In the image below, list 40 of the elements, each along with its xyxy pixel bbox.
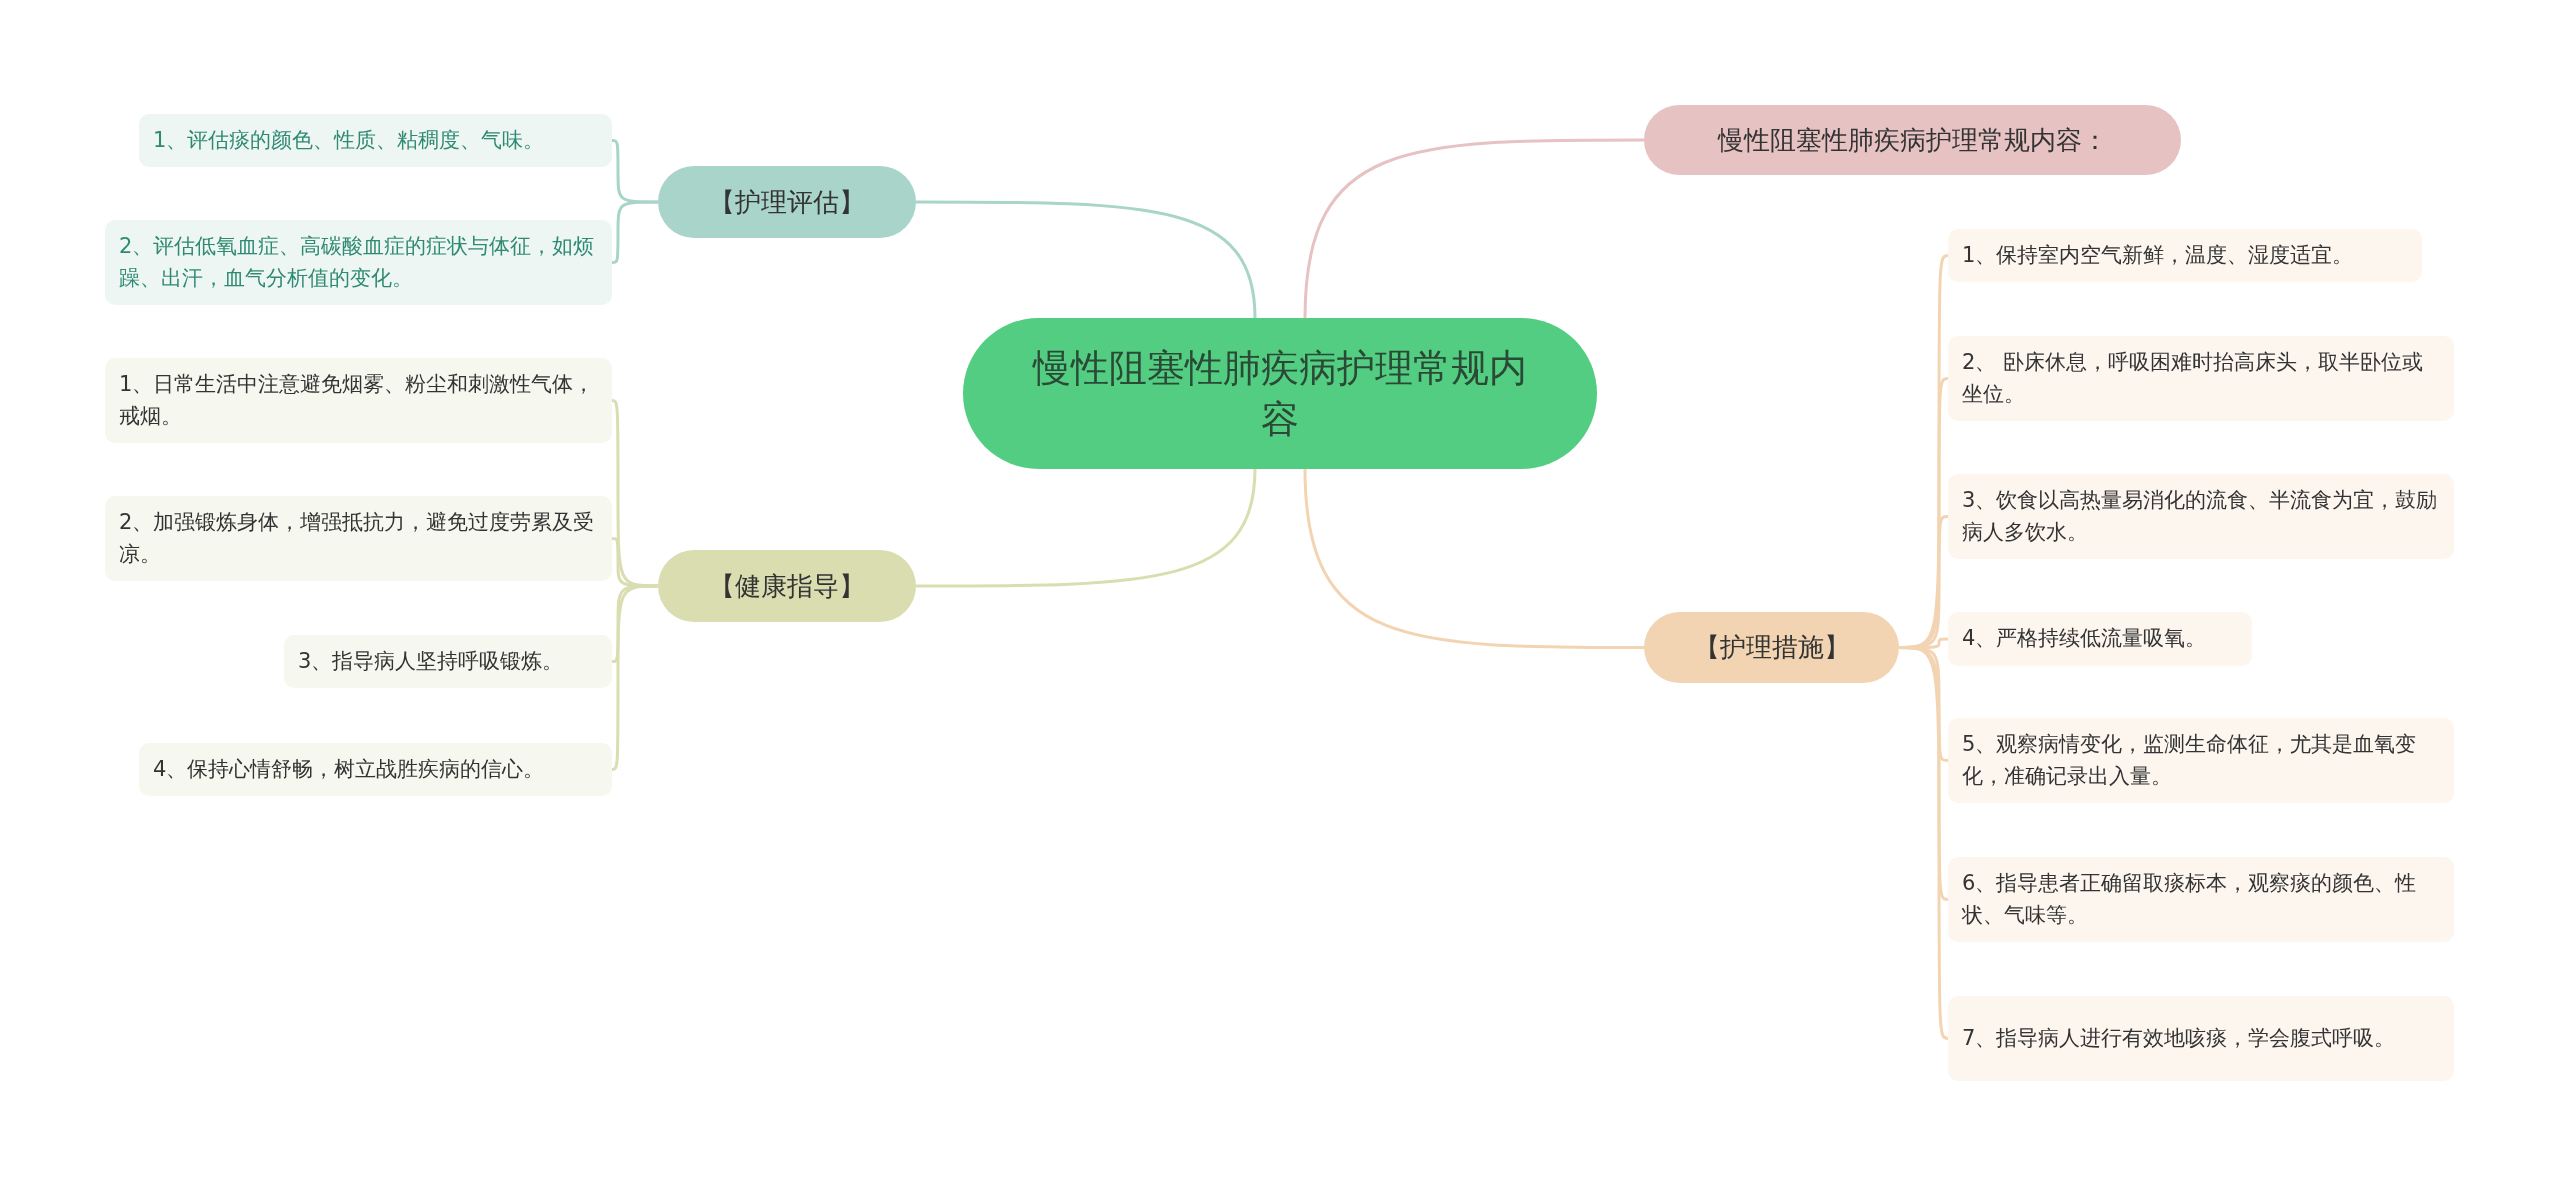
subtopic-card [1948,857,2454,942]
node-text: 2、加强锻炼身体，增强抵抗力，避免过度劳累及受凉。 [119,509,596,568]
subtopic-card [139,743,612,796]
node-text: 【护理措施】 [1693,631,1850,664]
node-text: 3、饮食以高热量易消化的流食、半流食为宜，鼓励病人多饮水。 [1962,487,2439,546]
node-text: 1、保持室内空气新鲜，温度、湿度适宜。 [1962,241,2354,269]
connector-line [611,537,658,588]
node-text: 1、日常生活中注意避免烟雾、粉尘和刺激性气体，戒烟。 [119,371,596,430]
subtopic-card [1948,996,2454,1081]
node-text: 2、 卧床休息，呼吸困难时抬高床头，取半卧位或坐位。 [1962,349,2425,408]
connector-line [1303,138,1644,319]
node-text: 【健康指导】 [709,569,865,603]
node-text: 1、评估痰的颜色、性质、粘稠度、气味。 [153,126,545,154]
connector-line [916,200,1257,319]
node-text: 3、指导病人坚持呼吸锻炼。 [298,647,564,675]
connector-line [611,139,658,204]
subtopic-card [1948,612,2252,666]
connector-line [1303,468,1644,649]
subtopic-card [139,114,612,167]
connector-line [916,468,1257,588]
node-text: 慢性阻塞性肺疾病护理常规内容： [1717,123,2108,157]
connector-line [611,200,658,264]
connector-line [611,584,658,771]
subtopic-card [105,496,612,581]
subtopic-card [105,220,612,305]
subtopic-card [105,358,612,443]
node-text: 7、指导病人进行有效地咳痰，学会腹式呼吸。 [1962,1024,2396,1052]
node-text: 4、保持心情舒畅，树立战胜疾病的信心。 [153,755,545,783]
node-text: 慢性阻塞性肺疾病护理常规内容 [1033,344,1527,443]
subtopic-card [1948,474,2454,559]
connector-line [1899,646,1949,1040]
node-text: 4、严格持续低流量吸氧。 [1962,625,2207,653]
node-text: 6、指导患者正确留取痰标本，观察痰的颜色、性状、气味等。 [1962,870,2418,929]
node-text: 5、观察病情变化，监测生命体征，尤其是血氧变化，准确记录出入量。 [1962,731,2418,790]
subtopic-card [1948,336,2454,421]
node-text: 【护理评估】 [709,185,865,219]
subtopic-card [1948,229,2422,282]
node-text: 2、评估低氧血症、高碳酸血症的症状与体征，如烦躁、出汗，血气分析值的变化。 [119,233,596,292]
subtopic-card [1948,718,2454,803]
subtopic-card [284,635,612,688]
